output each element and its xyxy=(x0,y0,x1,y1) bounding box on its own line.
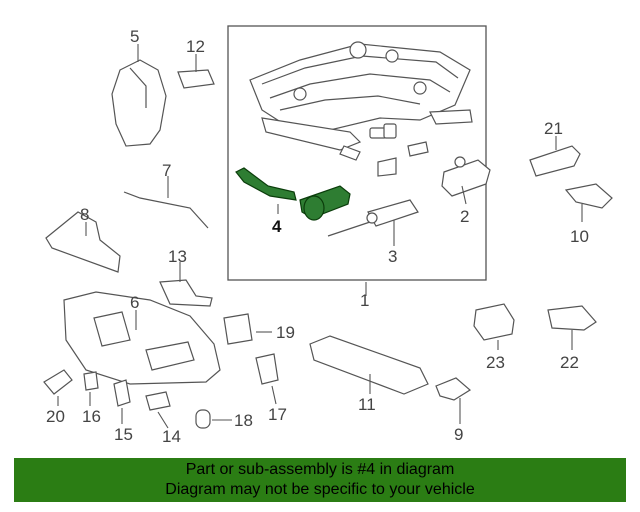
part-9-end-cap xyxy=(435,377,472,401)
callout-16: 16 xyxy=(82,407,101,426)
part-19-switch xyxy=(223,313,253,345)
callout-4-highlighted: 4 xyxy=(272,217,282,236)
part-14-button xyxy=(145,391,171,411)
callout-18: 18 xyxy=(234,411,253,430)
part-2-motor xyxy=(441,156,491,197)
part-15-button xyxy=(113,379,131,407)
part-7-wire xyxy=(123,191,209,229)
callout-12: 12 xyxy=(186,37,205,56)
part-20-knob xyxy=(43,369,73,395)
callout-19: 19 xyxy=(276,323,295,342)
part-10-bracket xyxy=(564,183,613,209)
callout-15: 15 xyxy=(114,425,133,444)
part-11-track-cover xyxy=(309,335,429,395)
callout-2: 2 xyxy=(460,207,469,226)
part-12-bracket xyxy=(177,69,215,89)
banner-line-1: Part or sub-assembly is #4 in diagram xyxy=(185,461,455,478)
callout-22: 22 xyxy=(560,353,579,372)
callout-17: 17 xyxy=(268,405,287,424)
part-16-button xyxy=(83,371,99,391)
part-13-bracket xyxy=(159,279,213,307)
part-21-latch-cover xyxy=(529,145,581,177)
part-5-trim xyxy=(111,59,167,147)
banner-line-2: Diagram may not be specific to your vehi… xyxy=(165,481,475,498)
part-3-cable xyxy=(327,199,419,237)
leader-lines xyxy=(57,44,583,429)
callout-5: 5 xyxy=(130,27,139,46)
part-22-module xyxy=(547,305,597,331)
callout-8: 8 xyxy=(80,205,89,224)
callout-11: 11 xyxy=(358,395,376,414)
part-23-connector xyxy=(473,303,515,341)
callout-23: 23 xyxy=(486,353,505,372)
part-17-module xyxy=(255,353,279,385)
callout-13: 13 xyxy=(168,247,187,266)
seat-adjuster-frame xyxy=(249,41,473,177)
callout-10: 10 xyxy=(570,227,589,246)
vehicle-fit-banner: Part or sub-assembly is #4 in diagram Di… xyxy=(14,458,626,502)
exploded-parts-diagram: 5 12 7 8 13 6 19 17 11 9 1 2 3 4 21 10 2… xyxy=(43,25,613,446)
part-18-plug xyxy=(195,409,211,429)
part-4-highlighted xyxy=(235,167,351,221)
callout-9: 9 xyxy=(454,425,463,444)
callout-7: 7 xyxy=(162,161,171,180)
part-8-cover xyxy=(45,211,121,273)
callout-1: 1 xyxy=(360,291,369,310)
callout-20: 20 xyxy=(46,407,65,426)
callout-6: 6 xyxy=(130,293,139,312)
part-6-switch-b xyxy=(145,341,195,371)
part-6-switch-a xyxy=(93,311,131,347)
callout-21: 21 xyxy=(544,119,563,138)
assembly-frame xyxy=(227,25,487,281)
part-5-detail xyxy=(129,67,147,108)
callout-3: 3 xyxy=(388,247,397,266)
callout-14: 14 xyxy=(162,427,181,446)
